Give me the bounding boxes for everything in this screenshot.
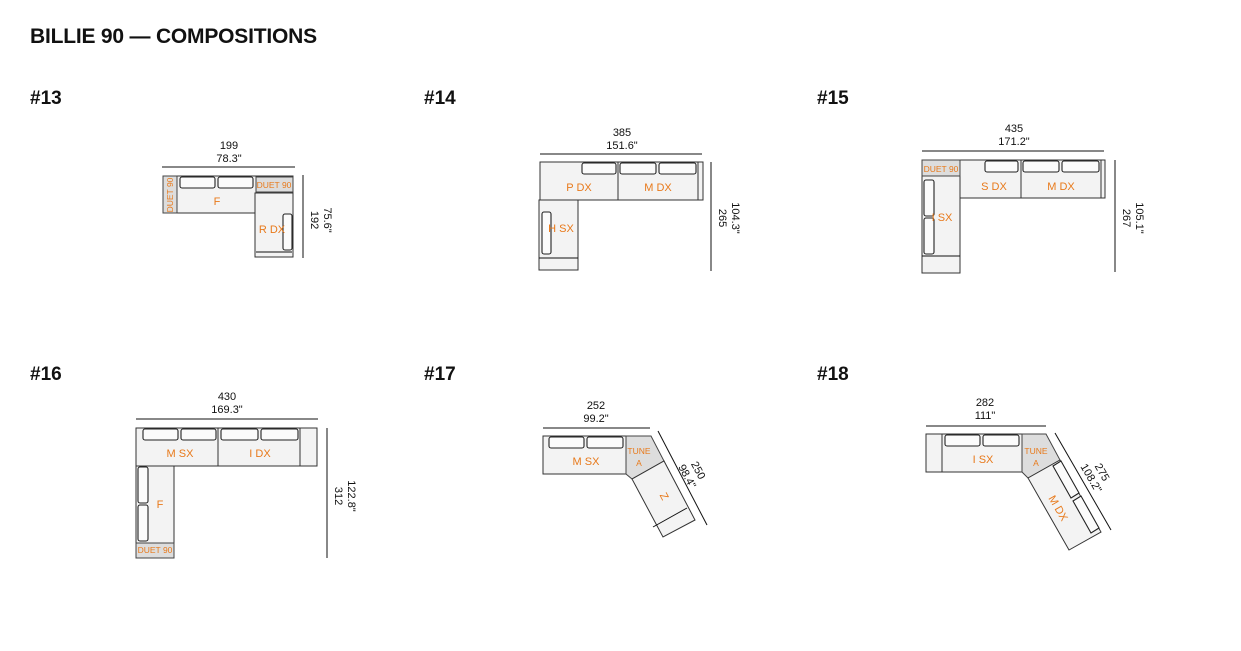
c13-back-cushion-1 xyxy=(179,176,216,189)
c16-back-cushion-2 xyxy=(180,428,217,441)
c13-depth-in: 75.6" xyxy=(321,207,333,232)
c16-label-m-sx: M SX xyxy=(167,448,195,460)
c13-label-duet-right: DUET 90 xyxy=(257,180,292,190)
composition-13-label: #13 xyxy=(30,88,62,109)
c13-back-cushion-3 xyxy=(282,213,293,251)
c15-back-cushion-4 xyxy=(923,179,935,217)
c18-label-tune-a: A xyxy=(1033,458,1039,468)
c14-width-cm: 385 xyxy=(613,127,631,139)
c17-back-cushion-2 xyxy=(586,436,624,449)
c16-back-cushion-3 xyxy=(220,428,259,441)
c15-width-in: 171.2" xyxy=(998,136,1030,148)
c16-duet xyxy=(135,542,175,559)
composition-18-label: #18 xyxy=(817,364,849,385)
c16-back-cushion-5 xyxy=(137,466,149,504)
c14-label-p-dx: P DX xyxy=(566,182,592,194)
c13-width-cm: 199 xyxy=(220,140,238,152)
composition-16-label: #16 xyxy=(30,364,62,385)
c14-depth-in: 104.3" xyxy=(729,202,741,234)
c15-duet xyxy=(921,159,961,177)
c13-duet-left xyxy=(162,175,178,214)
c14-back-cushion-4 xyxy=(541,211,552,255)
c15-back-cushion-5 xyxy=(923,217,935,255)
c16-label-duet: DUET 90 xyxy=(138,545,173,555)
composition-14-drawing: 385 151.6" 265 104.3" P DX M DX H SX xyxy=(538,127,741,271)
c17-label-z: Z xyxy=(657,491,671,503)
c17-width-cm: 252 xyxy=(587,400,605,412)
c18-arm xyxy=(925,433,943,473)
c16-back-cushion-6 xyxy=(137,504,149,542)
c14-back-cushion-2 xyxy=(619,162,657,175)
c15-depth-cm: 267 xyxy=(1120,209,1132,227)
c17-seat-edge xyxy=(652,507,688,528)
c18-back-cushion-2 xyxy=(982,434,1020,447)
c16-label-i-dx: I DX xyxy=(249,448,271,460)
c15-back-cushion-2 xyxy=(1022,160,1060,173)
c15-label-i-sx: I SX xyxy=(932,212,953,224)
c13-label-f: F xyxy=(214,196,221,208)
c16-depth-cm: 312 xyxy=(332,487,344,505)
composition-13-drawing: 199 78.3" 192 75.6" DUET 90 DUET 90 F R … xyxy=(162,140,333,258)
c14-depth-cm: 265 xyxy=(716,209,728,227)
c13-back-cushion-2 xyxy=(217,176,254,189)
composition-17-label: #17 xyxy=(424,364,456,385)
c15-label-duet: DUET 90 xyxy=(924,164,959,174)
c15-label-m-dx: M DX xyxy=(1047,181,1075,193)
c18-label-tune: TUNE xyxy=(1024,446,1047,456)
composition-17-drawing: 252 99.2" 250 98.4" M SX TUNE A Z xyxy=(542,400,708,538)
c18-depth-line xyxy=(1054,432,1112,531)
c18-back-cushion-1 xyxy=(944,434,981,447)
c16-back-cushion-4 xyxy=(260,428,299,441)
c16-arm xyxy=(299,427,318,467)
c15-width-cm: 435 xyxy=(1005,123,1023,135)
composition-18-drawing: 282 111" 275 108.2" I SX TUNE A M DX xyxy=(925,397,1112,551)
composition-16-drawing: 430 169.3" 312 122.8" M SX I DX F DUET 9… xyxy=(135,391,357,559)
c17-label-m-sx: M SX xyxy=(573,456,601,468)
c13-duet-right xyxy=(255,176,294,193)
composition-15-label: #15 xyxy=(817,88,849,109)
c17-label-tune: TUNE xyxy=(627,446,650,456)
c13-label-r-dx: R DX xyxy=(259,224,286,236)
c15-label-s-dx: S DX xyxy=(981,181,1007,193)
c13-depth-cm: 192 xyxy=(308,211,320,229)
c16-width-cm: 430 xyxy=(218,391,236,403)
composition-14-label: #14 xyxy=(424,88,456,109)
page-title: BILLIE 90 — COMPOSITIONS xyxy=(30,25,317,48)
c18-module-m-dx xyxy=(1027,459,1102,551)
c17-label-tune-a: A xyxy=(636,458,642,468)
c16-back-cushion-1 xyxy=(142,428,179,441)
c18-width-cm: 282 xyxy=(976,397,994,409)
c17-back-cushion-1 xyxy=(548,436,585,449)
c16-width-in: 169.3" xyxy=(211,404,243,416)
c16-label-f: F xyxy=(157,499,164,511)
c18-label-i-sx: I SX xyxy=(973,454,994,466)
composition-15-drawing: 435 171.2" 267 105.1" DUET 90 S DX M DX … xyxy=(921,123,1145,274)
c17-width-in: 99.2" xyxy=(583,413,608,425)
c14-label-h-sx: H SX xyxy=(548,223,574,235)
c15-arm xyxy=(1100,159,1106,199)
c15-back-cushion-3 xyxy=(1061,160,1100,173)
c16-depth-in: 122.8" xyxy=(345,480,357,512)
c14-arm xyxy=(697,161,704,201)
c15-back-cushion-1 xyxy=(984,160,1019,173)
c14-back-cushion-3 xyxy=(658,162,697,175)
c15-depth-in: 105.1" xyxy=(1133,202,1145,234)
c17-depth-line xyxy=(657,430,708,526)
c14-width-in: 151.6" xyxy=(606,140,638,152)
c18-width-in: 111" xyxy=(975,410,996,422)
c13-width-in: 78.3" xyxy=(216,153,241,165)
c17-module-z xyxy=(631,460,696,538)
c13-label-duet-left: DUET 90 xyxy=(165,177,175,212)
c14-label-m-dx: M DX xyxy=(644,182,672,194)
c14-back-cushion-1 xyxy=(581,162,617,175)
c18-back-cushion-3 xyxy=(1052,460,1080,499)
c18-back-cushion-4 xyxy=(1072,495,1100,534)
